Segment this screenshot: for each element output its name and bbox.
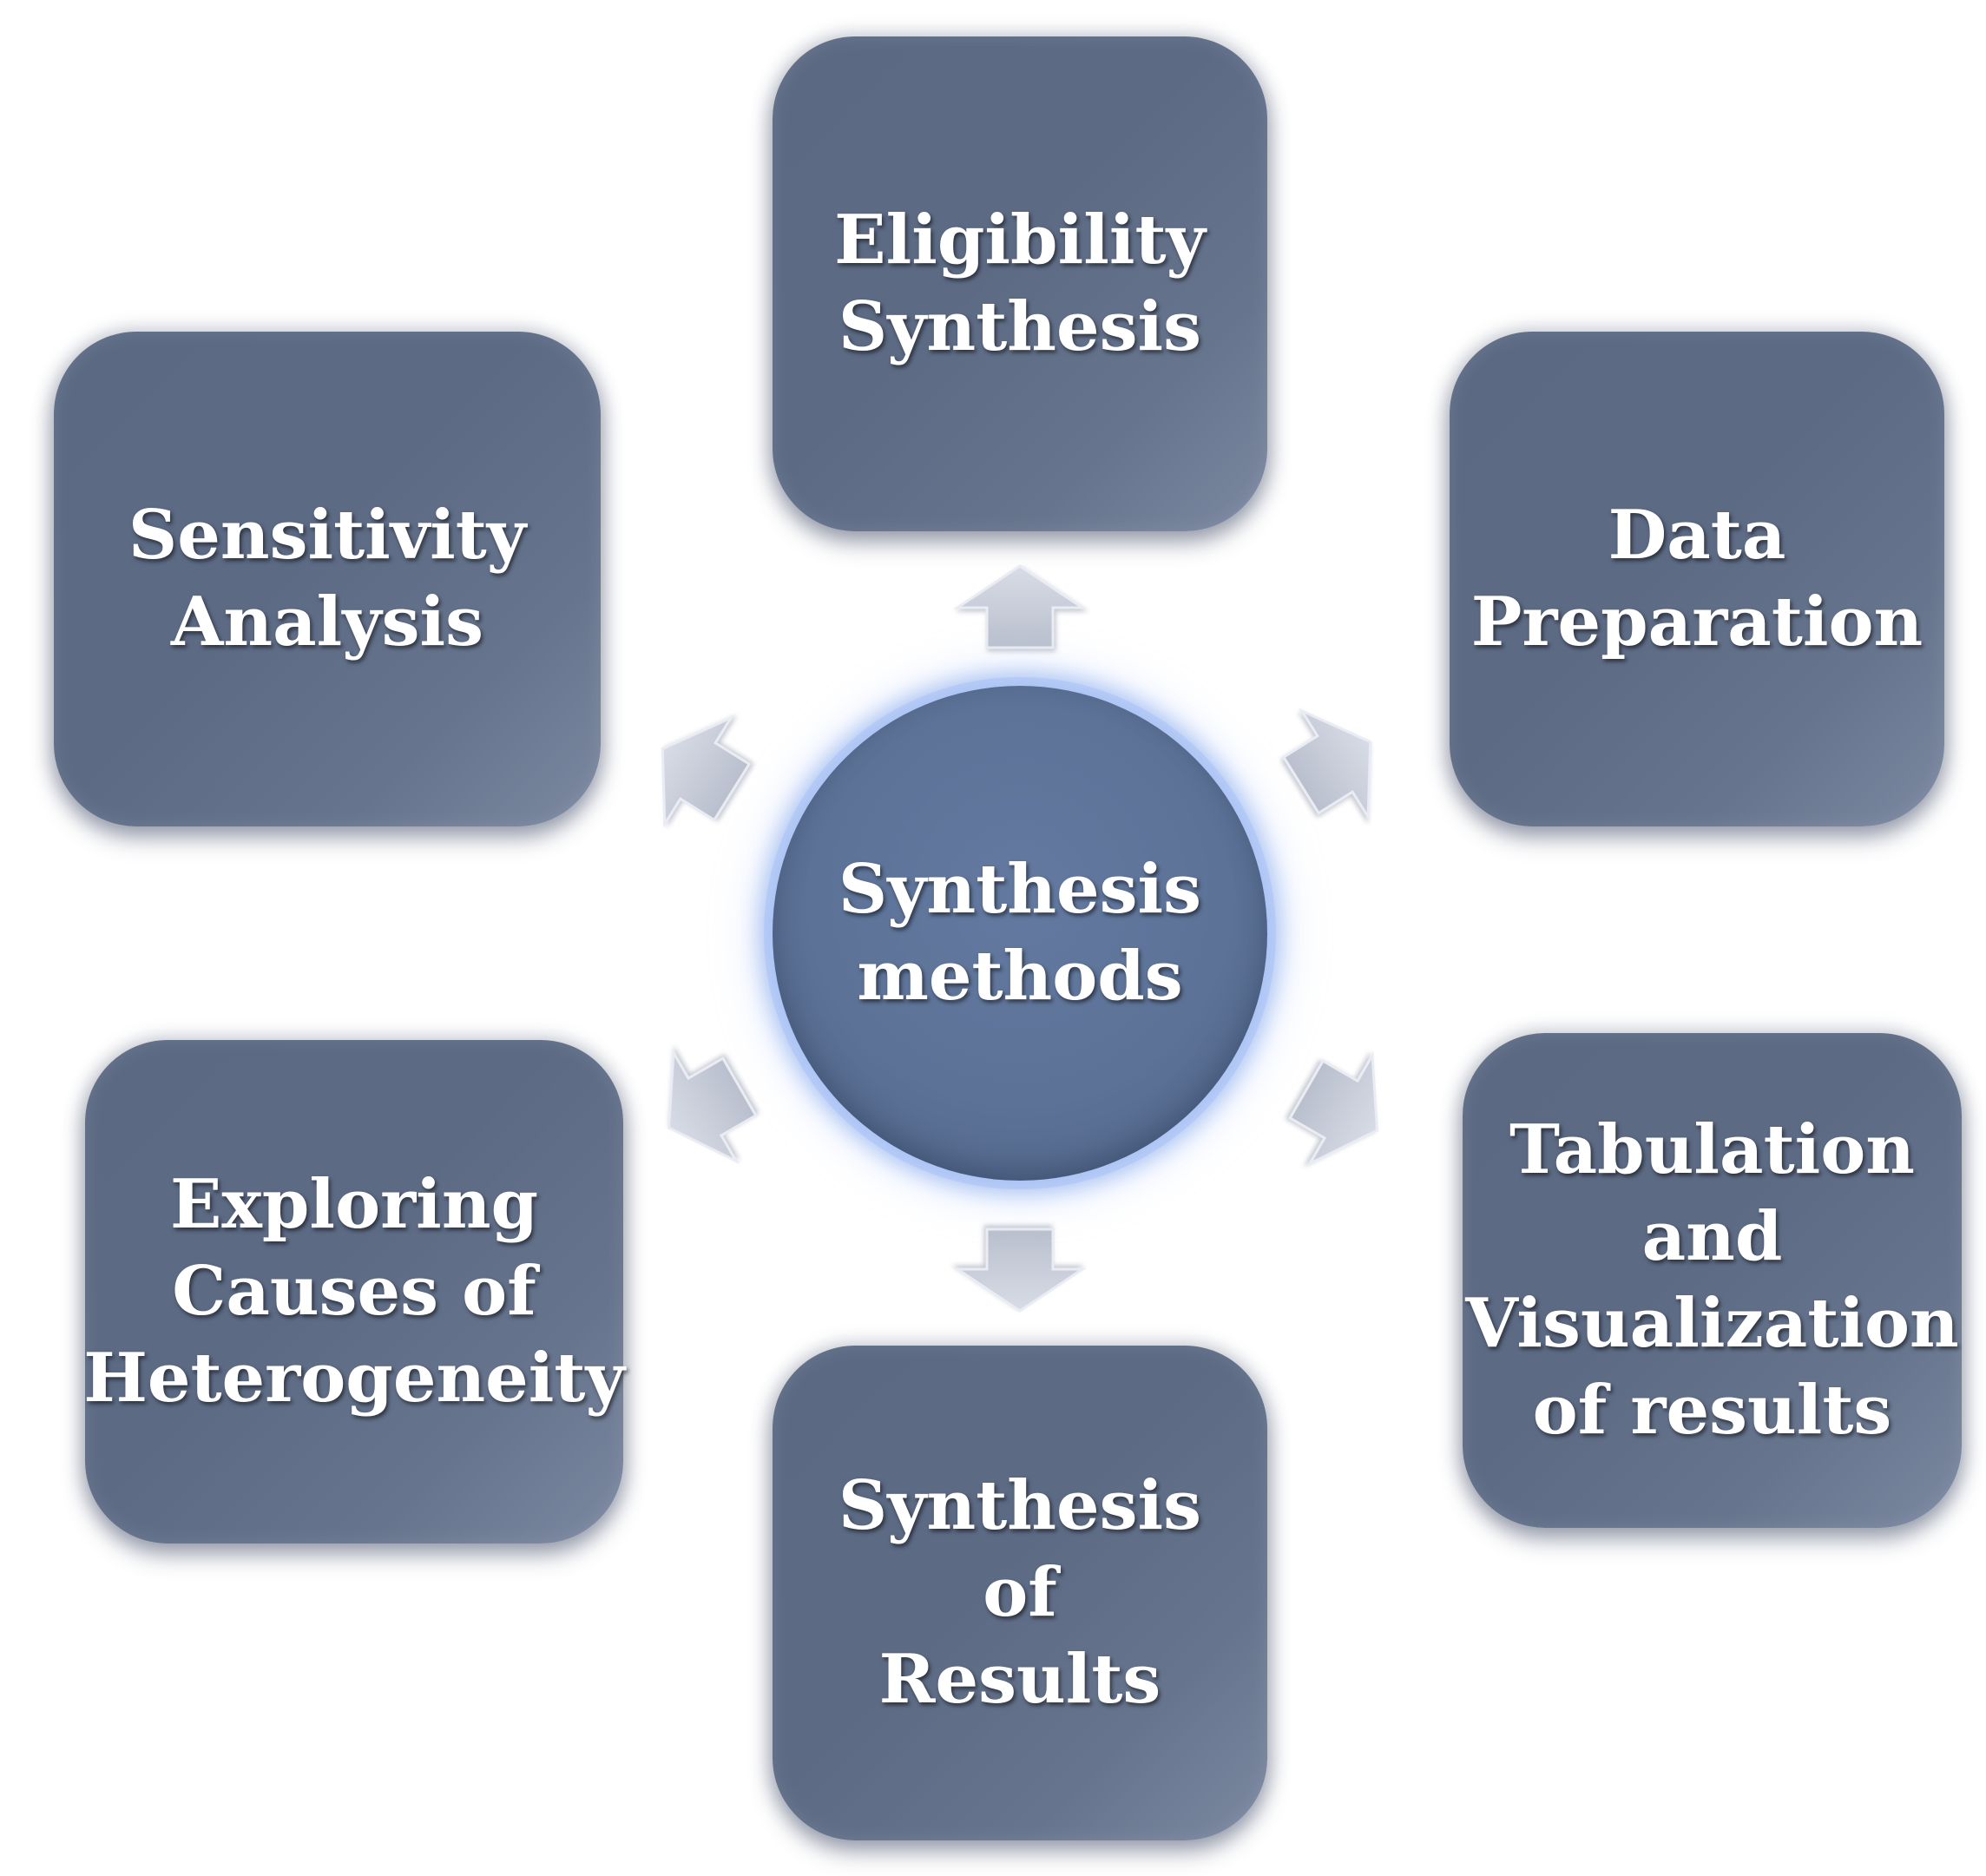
synthesis-of-results-label: Synthesis of Results bbox=[838, 1466, 1202, 1719]
synthesis-of-results-box: Synthesis of Results bbox=[773, 1346, 1267, 1840]
arrow-to-synthesis-of-results bbox=[953, 1228, 1087, 1313]
exploring-causes-label: Exploring Causes of Heterogeneity bbox=[83, 1165, 625, 1418]
arrow-to-exploring-causes bbox=[667, 1048, 758, 1164]
center-label: Synthesis methods bbox=[838, 850, 1202, 1016]
data-preparation-label: Data Preparation bbox=[1470, 496, 1924, 662]
arrow-to-sensitivity-analysis bbox=[661, 714, 752, 829]
tabulation-visualization-label: Tabulation and Visualization of results bbox=[1465, 1110, 1959, 1450]
sensitivity-analysis-box: Sensitivity Analysis bbox=[54, 332, 601, 826]
exploring-causes-box: Exploring Causes of Heterogeneity bbox=[83, 1040, 625, 1544]
arrow-to-eligibility bbox=[953, 564, 1087, 649]
tabulation-visualization-box: Tabulation and Visualization of results bbox=[1463, 1033, 1962, 1528]
arrow-to-tabulation bbox=[1288, 1050, 1379, 1167]
center-synthesis-methods-circle: Synthesis methods bbox=[773, 686, 1267, 1181]
eligibility-synthesis-box: Eligibility Synthesis bbox=[773, 36, 1267, 531]
eligibility-synthesis-label: Eligibility Synthesis bbox=[834, 201, 1206, 366]
arrow-to-data-preparation bbox=[1281, 708, 1372, 822]
data-preparation-box: Data Preparation bbox=[1450, 332, 1944, 826]
sensitivity-analysis-label: Sensitivity Analysis bbox=[128, 496, 527, 662]
